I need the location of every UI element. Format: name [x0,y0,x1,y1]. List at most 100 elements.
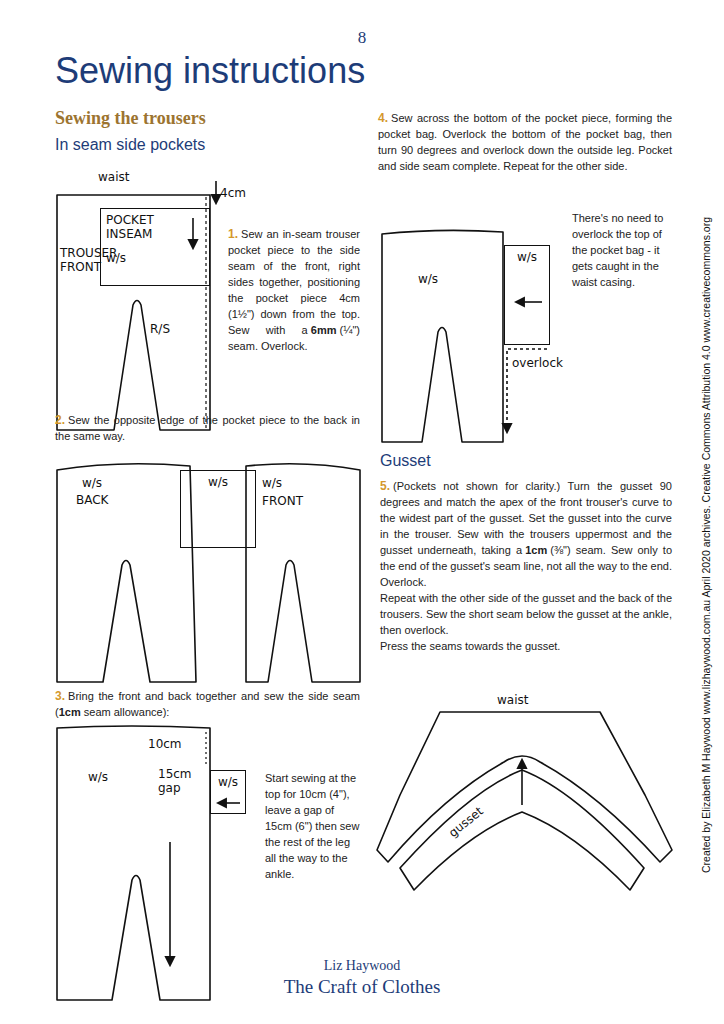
label-text: w/s [262,476,282,490]
page-number: 8 [0,28,724,48]
paragraph: waist [98,170,129,184]
trouser-spread [377,712,672,862]
label-text: The Craft of Clothes [284,976,441,997]
section-heading: Sewing the trousers [55,108,206,129]
trouser-front [246,464,360,682]
step-number: 2. [55,413,65,427]
paragraph: Press the seams towards the gusset. [380,638,672,654]
trouser-joined [382,230,503,442]
paragraph: 8 [0,28,724,48]
paragraph: FRONT [262,494,303,508]
emphasis: 1cm [59,706,81,718]
label-text: w/s [418,272,438,286]
label-text: Sew across the bottom of the pocket piec… [378,112,672,172]
label-text: overlock [512,356,563,370]
paragraph: Start sewing at the top for 10cm (4"), l… [265,770,360,882]
paragraph: Repeat with the other side of the gusset… [380,590,672,638]
side-seam [205,197,206,428]
side-label: R/S [150,322,170,336]
paragraph: w/s [88,770,108,784]
step-text: 2.Sew the opposite edge of the pocket pi… [55,412,360,444]
sewing-arrow [169,842,171,965]
label-text: 10cm [148,737,182,751]
direction-arrow [192,218,194,248]
part-label: waist [497,693,528,707]
trouser-front [57,195,210,430]
step-text: 5.(Pockets not shown for clarity.) Turn … [380,478,672,654]
paragraph: 10cm [148,737,182,751]
step-text: 4.Sew across the bottom of the pocket pi… [378,110,672,174]
paragraph: R/S [150,322,170,336]
paragraph: 3.Bring the front and back together and … [55,688,360,720]
label-text: waist [497,693,528,707]
paragraph: There's no need to overlock the top of t… [572,210,672,290]
author: Liz Haywood [0,958,724,974]
node-text: w/s [216,775,240,789]
credit-note: Created by Elizabeth M Haywood www.lizha… [699,85,713,1005]
dimension: 15cm gap [158,767,196,795]
paragraph: overlock [512,356,563,370]
seam-mark [205,732,206,764]
label-text: 4cm [220,186,246,200]
book-title: The Craft of Clothes [0,976,724,998]
step-number: 5. [380,479,390,493]
step-text: 3.Bring the front and back together and … [55,688,360,720]
trouser-joined [57,726,210,1000]
label-text: Start sewing at the top for 10cm (4"), l… [265,772,359,880]
paragraph: waist [497,693,528,707]
measure-arrow [215,181,217,203]
side-label: w/s [88,770,108,784]
paragraph: Created by Elizabeth M Haywood www.lizha… [699,85,713,1005]
paragraph: w/s [418,272,438,286]
step-number: 3. [55,689,65,703]
trouser-back [57,464,196,682]
part-label: waist [98,170,129,184]
part-label: BACK [76,493,108,507]
paragraph: Liz Haywood [0,958,724,974]
step-note: There's no need to overlock the top of t… [572,210,672,290]
direction-arrow [516,301,542,303]
label-text: BACK [76,493,108,507]
pocket-piece: POCKET INSEAMw/s [100,208,210,286]
label-text: 8 [358,28,367,47]
paragraph: 4.Sew across the bottom of the pocket pi… [378,110,672,174]
label-text: Gusset [380,452,431,469]
step-text: 1.Sew an in-seam trouser pocket piece to… [228,226,360,354]
paragraph: 1.Sew an in-seam trouser pocket piece to… [228,226,360,354]
label-text: Sew an in-seam trouser pocket piece to t… [228,228,360,336]
label-text: R/S [150,322,170,336]
subsection-heading: Gusset [380,452,431,470]
paragraph: w/s [262,476,282,490]
paragraph: BACK [76,493,108,507]
part-label: FRONT [262,494,303,508]
dimension: 10cm [148,737,182,751]
paragraph: Gusset [380,452,431,470]
subsection-heading: In seam side pockets [55,136,205,154]
process-label: overlock [512,356,563,370]
node-text: w/s [106,251,204,265]
pocket-piece: w/s [180,470,256,548]
direction-arrow [218,802,240,804]
label-text: FRONT [262,494,303,508]
node-text: w/s [186,475,250,489]
dimension: 4cm [220,186,246,200]
side-label: w/s [418,272,438,286]
paragraph: w/s [82,476,102,490]
label-text: Repeat with the other side of the gusset… [380,592,672,636]
label-text: Created by Elizabeth M Haywood www.lizha… [700,217,712,873]
emphasis: 1cm [525,544,547,556]
label-text: There's no need to overlock the top of t… [572,212,663,288]
step-number: 1. [228,227,238,241]
label-text: Liz Haywood [324,958,401,973]
pocket-piece: w/s [504,245,550,345]
paragraph: 2.Sew the opposite edge of the pocket pi… [55,412,360,444]
emphasis: 6mm [311,324,337,336]
label-text: 15cm gap [158,767,192,795]
label-text: Sew the opposite edge of the pocket piec… [55,414,360,442]
label-text: Sewing the trousers [55,108,206,128]
step-note: Start sewing at the top for 10cm (4"), l… [265,770,360,882]
direction-arrow [521,760,523,805]
step-number: 4. [378,111,388,125]
side-label: w/s [82,476,102,490]
